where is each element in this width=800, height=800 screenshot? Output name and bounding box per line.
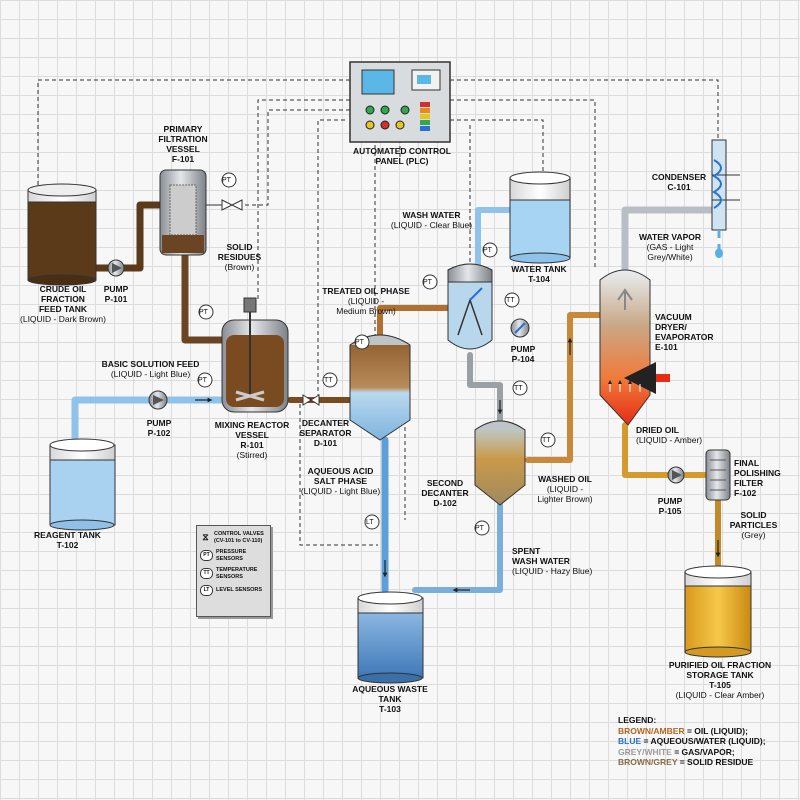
wash-vessel [447, 263, 493, 350]
sensor-tt-washed: TT [542, 437, 551, 444]
decanter-d101 [349, 334, 411, 441]
aqueous-waste-tank [357, 591, 424, 684]
sensor-pt-wash: PT [483, 247, 492, 254]
sensor-pt-reactor: PT [199, 309, 208, 316]
sensor-pt-treated: PT [423, 279, 432, 286]
legend-oil: BROWN/AMBER = OIL (LIQUID); [618, 725, 748, 736]
sensor-pt-spent: PT [475, 525, 484, 532]
filtration-vessel [159, 169, 207, 256]
pump-104 [510, 318, 530, 338]
sensor-lt-waste: LT [366, 519, 374, 526]
valve-icon: ⧖ [202, 532, 209, 543]
decanter-d102 [474, 420, 526, 506]
storage-tank [684, 565, 752, 658]
legend: LEGEND: BROWN/AMBER = OIL (LIQUID); BLUE… [618, 715, 766, 768]
final-filter [705, 449, 731, 501]
condenser [711, 139, 740, 258]
pump-102 [148, 390, 168, 410]
sensor-pt-decanter: PT [355, 339, 364, 346]
control-valve-reactor [302, 394, 320, 406]
wash-water-label: WASH WATER(LIQUID - Clear Blue) [390, 210, 473, 230]
mixing-reactor [221, 297, 289, 413]
sensor-pt-feed: PT [198, 377, 207, 384]
temperature-sensor-icon: TT [200, 568, 213, 579]
flow-arrows [195, 337, 721, 593]
pressure-sensor-icon: PT [200, 550, 213, 561]
sensor-pt-filter: PT [222, 177, 231, 184]
level-sensor-icon: LT [200, 585, 213, 596]
legend-gas: GREY/WHITE = GAS/VAPOR; [618, 746, 735, 757]
pump-105 [667, 466, 685, 484]
sensor-tt-reactor: TT [324, 377, 333, 384]
legend-title: LEGEND: [618, 715, 657, 725]
water-tank [509, 171, 571, 264]
control-valve-filter [206, 199, 243, 211]
pump-101 [107, 259, 125, 277]
legend-water: BLUE = AQUEOUS/WATER (LIQUID); [618, 736, 766, 746]
control-panel [349, 61, 451, 143]
dried-oil-label: DRIED OIL(LIQUID - Amber) [636, 425, 703, 445]
basic-feed-label: BASIC SOLUTION FEED(LIQUID - Light Blue) [101, 359, 200, 379]
legend-solid: BROWN/GREY = SOLID RESIDUE [618, 757, 754, 767]
sensor-tt-wash: TT [506, 297, 515, 304]
vacuum-dryer [599, 269, 670, 426]
sensor-tt-decanter2: TT [514, 385, 523, 392]
washed-oil-label: WASHED OIL(LIQUID -Lighter Brown) [537, 474, 593, 504]
crude-oil-tank [27, 183, 97, 286]
treated-oil-label: TREATED OIL PHASE(LIQUID -Medium Brown) [322, 286, 410, 316]
sensor-bubbles [197, 172, 556, 536]
reagent-tank [49, 438, 116, 531]
